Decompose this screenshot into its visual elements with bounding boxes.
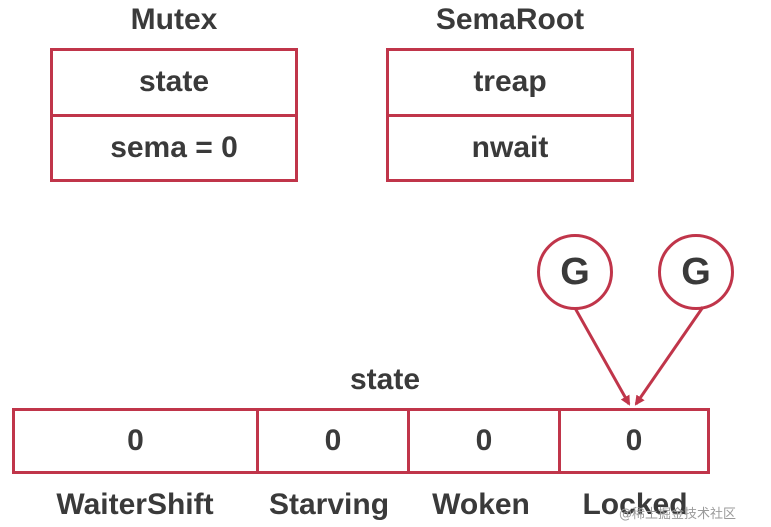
goroutine-node-1: G xyxy=(537,234,613,310)
state-bitfield: 0 0 0 0 xyxy=(12,408,710,474)
mutex-field-sema: sema = 0 xyxy=(53,113,295,180)
arrow-g2-to-locked xyxy=(634,306,705,406)
mutex-field-state: state xyxy=(138,65,210,99)
watermark: @稀土掘金技术社区 xyxy=(619,507,737,522)
bit-woken: 0 xyxy=(407,411,558,471)
label-locked: Locked xyxy=(582,488,688,521)
label-waitershift: WaiterShift xyxy=(56,488,214,521)
label-starving: Starving xyxy=(268,488,390,521)
semaroot-field-treap: treap xyxy=(473,65,547,99)
semaroot-title: SemaRoot xyxy=(435,3,585,36)
mutex-title: Mutex xyxy=(130,3,218,36)
arrow-g1-to-locked xyxy=(573,307,631,406)
state-title: state xyxy=(349,363,421,396)
label-woken: Woken xyxy=(432,488,530,521)
bit-waitershift: 0 xyxy=(127,424,144,457)
goroutine-node-2: G xyxy=(658,234,734,310)
mutex-struct: state sema = 0 xyxy=(50,48,298,182)
semaroot-struct: treap nwait xyxy=(386,48,634,182)
bit-locked: 0 xyxy=(558,411,707,471)
bit-starving: 0 xyxy=(256,411,407,471)
semaroot-field-nwait: nwait xyxy=(389,113,631,180)
